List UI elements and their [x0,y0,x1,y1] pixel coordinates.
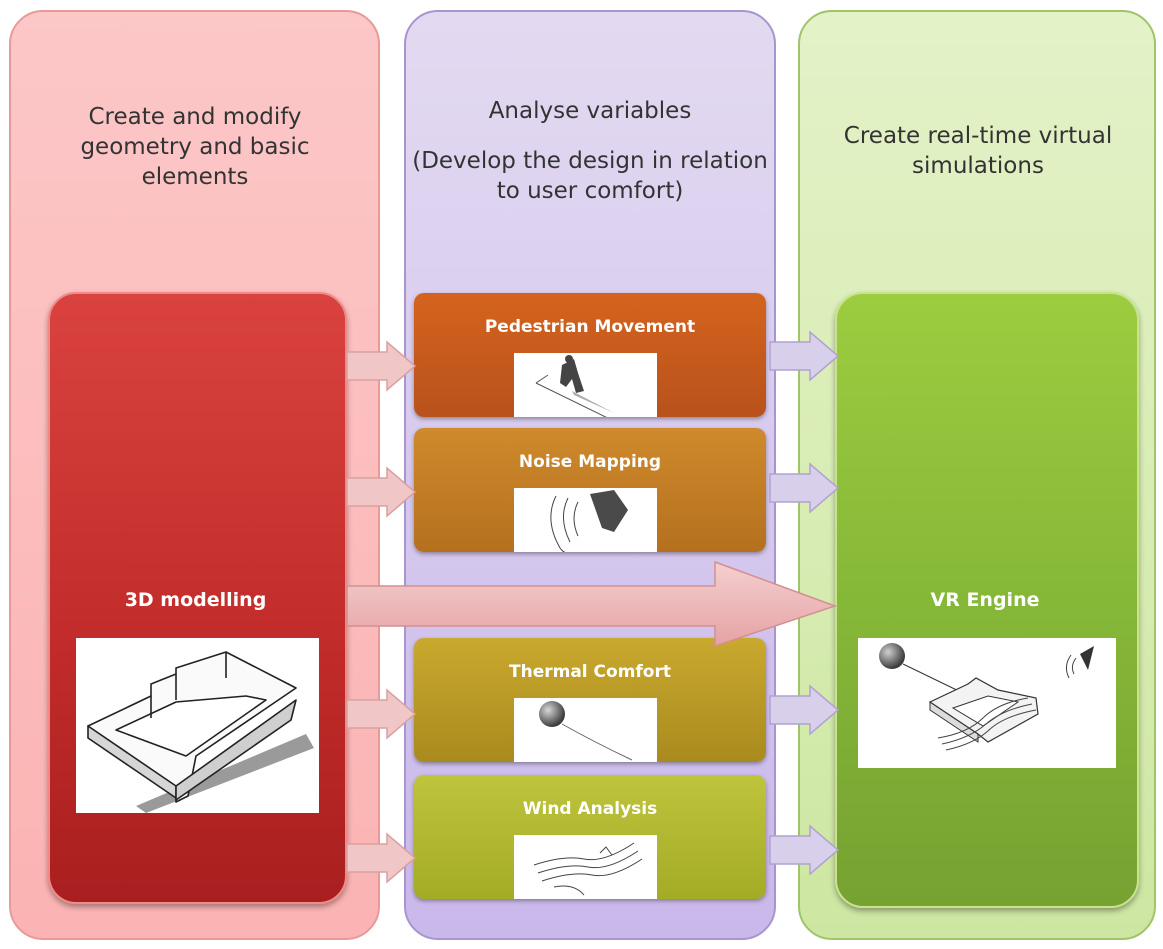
arrow-to-wind [346,832,417,884]
vr-engine-box-label: VR Engine [930,589,1040,611]
noise-sketch [514,488,657,555]
modelling-sketch [76,638,319,813]
column-simulation-heading: Create real-time virtual simulations [843,123,1113,179]
analysis-box-thermal-comfort: Thermal Comfort [414,638,766,762]
analysis-box-label: Wind Analysis [522,799,658,819]
analysis-box-label: Thermal Comfort [509,662,671,682]
thermal-sketch [514,698,657,762]
arrow-from-thermal [769,684,840,736]
arrow-to-pedestrian [346,340,417,392]
vr-engine-box [835,292,1139,908]
analysis-box-pedestrian-movement: Pedestrian Movement [414,293,766,426]
column-analysis-heading: Analyse variables [488,98,692,124]
arrow-from-noise [769,462,840,514]
arrow-to-noise [346,466,417,518]
analysis-box-noise-mapping: Noise Mapping [414,428,766,555]
arrow-from-wind [769,824,840,876]
wind-sketch [514,835,657,899]
analysis-box-wind-analysis: Wind Analysis [414,775,766,899]
pedestrian-sketch [514,353,657,426]
modelling-box-label: 3D modelling [124,589,267,611]
analysis-box-label: Pedestrian Movement [484,317,696,337]
arrow-from-pedestrian [769,330,840,382]
column-analysis-subheading: (Develop the design in relation to user … [412,148,768,204]
vr-engine-sketch [858,638,1116,768]
arrow-modelling-to-vr [346,560,838,648]
analysis-box-label: Noise Mapping [518,452,662,472]
column-modelling-heading: Create and modify geometry and basic ele… [80,104,310,190]
arrow-to-thermal [346,688,417,740]
